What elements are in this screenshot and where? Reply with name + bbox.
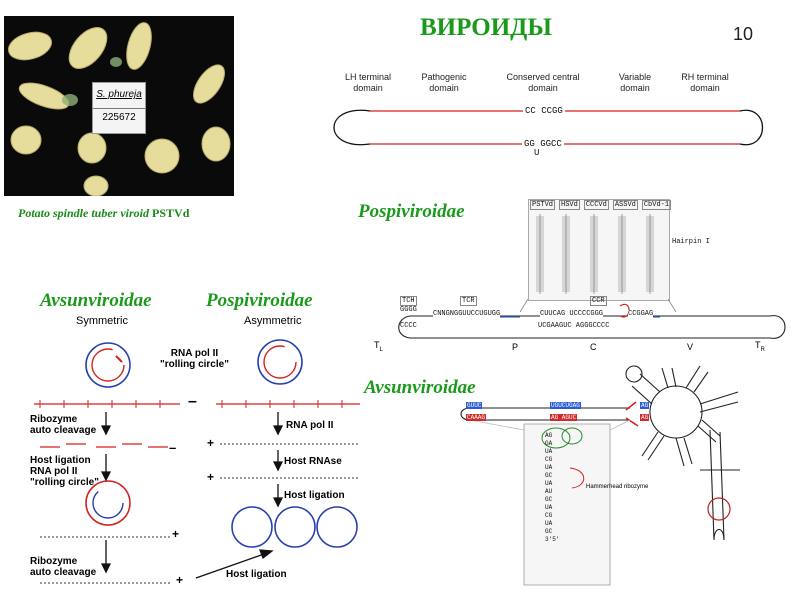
ribozyme-cleavage-1: Ribozyme auto cleavage [30,414,97,436]
hairpin-panel [528,199,670,301]
pospi-ccr-bottom: UCGAAGUC AGGGCCCC [538,322,610,330]
pospi-gggg: GGGG [400,306,417,314]
host-ligation-bottom: Host ligation [226,569,287,580]
pospi-replication-heading: Pospiviroidae [206,290,313,311]
tr-letter: T [755,340,761,350]
pospi-ccr-top: CUUCAG UCCCCGGG [540,310,604,318]
pospi-structure-heading: Pospiviroidae [358,201,465,222]
pospi-ccgg: CCGGAG [628,310,654,318]
stem-pair: CG [545,512,553,519]
specimen-label: S. phureja 225672 [92,82,146,134]
column-cccvd: CCCVd [583,200,609,210]
avsun-box-agagu: AG AGUC [550,414,578,421]
column-cbvd1: CbVd-1 [641,200,672,210]
stem-pair: UA [545,480,553,487]
rna-pol-rolling-circle: RNA pol II "rolling circle" [160,348,229,370]
stem-pair: UA [545,464,553,471]
rna-pol-ii-right: RNA pol II [286,420,334,431]
stem-pair: GA [545,440,553,447]
photo-caption: Potato spindle tuber viroid PSTVd [18,206,189,221]
hairpin-label: Hairpin I [672,238,710,246]
domain-bulge: U [534,148,540,158]
tl-sub: L [379,346,383,353]
avsun-box-caaag: CAAAG [466,414,487,421]
domain-bottom-seq: GG GGCC [522,139,564,149]
tr-sub: R [760,346,765,353]
host-ligation-rolling-circle: Host ligation RNA pol II "rolling circle… [30,455,99,488]
column-hsvd: HSVd [559,200,580,210]
domain-rh-label: RH terminal domain [681,72,729,93]
domain-tl: TL [374,340,383,353]
column-pstvd: PSTVd [530,200,556,210]
domain-tr: TR [755,340,765,353]
stem-end: 3'5' [545,536,560,543]
specimen-species: S. phureja [96,89,142,100]
host-rnase: Host RNAse [284,456,342,467]
stem-pair: UA [545,520,553,527]
minus-sign-2: – [169,440,177,455]
stem-pair: GC [545,472,553,479]
stem-pair: CG [545,456,553,463]
ccr-label: CCR [590,296,607,306]
plus-sign-2: + [176,573,184,587]
specimen-number: 225672 [93,108,145,123]
avsun-box-ugucugag: UGUCUGAG [550,402,581,409]
stem-pair: AG [545,432,553,439]
tch-label: TCH [400,296,417,306]
column-assvd: ASSVd [612,200,638,210]
plus-sign-1: + [172,527,180,541]
stem-pair: GC [545,528,553,535]
stem-pair: GC [545,496,553,503]
avsun-box-ag-top: AG [640,402,650,409]
pospi-tcr-seq: CNNGNGGUUCCUGUGG [433,310,501,318]
host-ligation-right: Host ligation [284,490,345,501]
domain-top-seq: CC CCGG [523,106,565,116]
tcr-label: TCR [460,296,477,306]
tl-letter: T [374,340,380,350]
page-title: ВИРОИДЫ [420,14,552,41]
domain-lh-label: LH terminal domain [344,72,391,93]
avsun-box-gucc: GUUC [466,402,483,409]
avsun-replication-heading: Avsunviroidae [40,290,152,311]
avsun-box-ag-bottom: AG [640,414,650,421]
domain-variable-label: Variable domain [618,72,652,93]
stem-pair: UA [545,448,553,455]
hammerhead-label: Hammerhead ribozyme [586,484,649,490]
ribozyme-cleavage-2: Ribozyme auto cleavage [30,556,97,578]
domain-central-label: Conserved central domain [506,72,580,93]
minus-sign: – [188,393,197,410]
asymmetric-label: Asymmetric [244,315,302,327]
potato-illustration [7,22,231,196]
symmetric-label: Symmetric [76,315,128,327]
plus-sign-4: + [207,470,215,484]
avsun-structure-heading: Avsunviroidae [364,377,476,398]
stem-pair: UA [545,504,553,511]
domain-v: V [687,342,694,352]
variant-columns: PSTVd HSVd CCCVd ASSVd CbVd-1 [530,200,672,210]
domain-c: C [590,342,597,352]
caption-italic: Potato spindle tuber viroid [18,206,150,220]
pospi-cccc: CCCC [400,322,417,330]
domain-p: P [512,342,519,352]
avsun-stem: AG GA UA CG UA GC UA AU GC UA CG UA GC 3… [545,432,559,544]
potato-photo: S. phureja 225672 [4,16,234,196]
domain-pathogenic-label: Pathogenic domain [421,72,467,93]
page-number: 10 [733,24,754,44]
stem-pair: AU [545,488,553,495]
plus-sign-3: + [207,436,215,450]
caption-abbrev: PSTVd [152,206,190,220]
